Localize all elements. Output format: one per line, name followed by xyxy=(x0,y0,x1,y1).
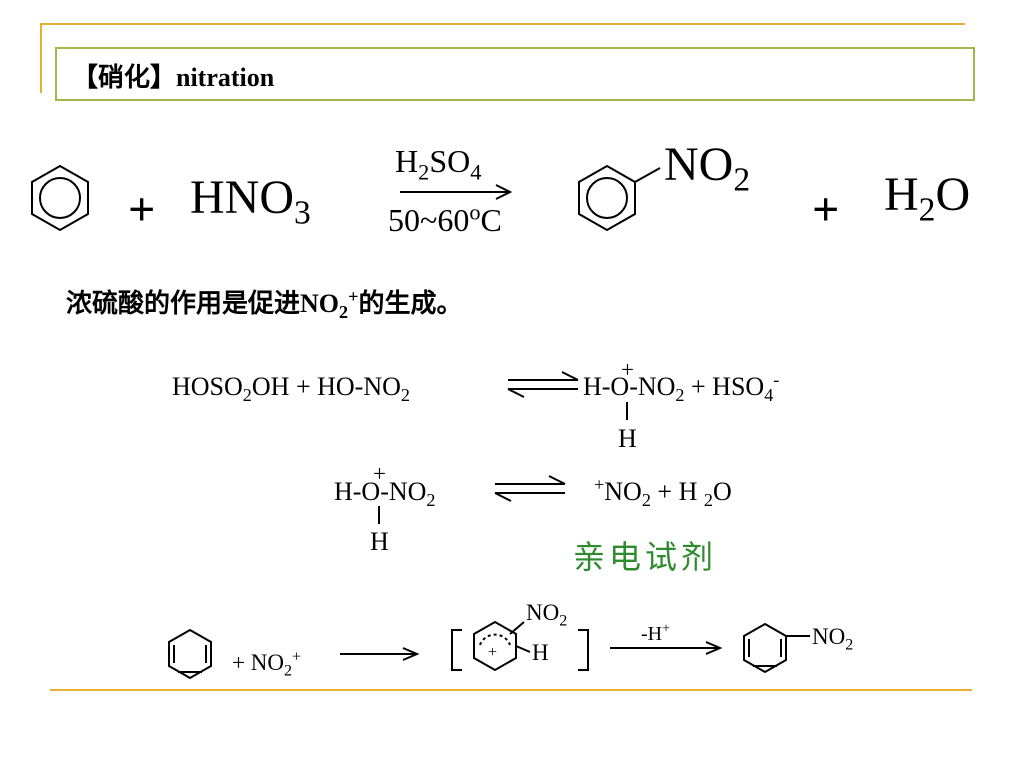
sigma-complex-h: H xyxy=(532,640,549,665)
step1-hono-sub: 2 xyxy=(400,385,410,406)
step1-oxonium-sub: 2 xyxy=(675,385,685,406)
step1-bisulfate-sub: 4 xyxy=(764,385,774,406)
degree-symbol: o xyxy=(469,199,481,225)
benzene-reactant xyxy=(31,164,89,232)
top-accent-line xyxy=(40,23,965,25)
step1-hoso: HOSO xyxy=(172,372,243,401)
note-sup: + xyxy=(348,286,359,307)
sigma-complex-nitro: NO2 xyxy=(526,600,567,629)
note-sub: 2 xyxy=(339,302,349,323)
step1-bisulfate: + HSO xyxy=(684,372,765,401)
sigma-complex-charge: + xyxy=(488,644,498,661)
nitric-acid-sub: 3 xyxy=(294,194,311,232)
step1-bisulfate-charge: - xyxy=(773,369,780,390)
nitronium-sub: 2 xyxy=(641,490,651,511)
nitric-acid-main: HNO xyxy=(190,171,294,224)
mechanism-nitronium-sub: 2 xyxy=(283,662,292,680)
step1-hono: OH + HO-NO xyxy=(251,372,401,401)
sigma-no-sub: 2 xyxy=(559,612,568,630)
step2-products: +NO2 + H 2O xyxy=(594,474,732,511)
mechanism-nitronium-charge: + xyxy=(292,648,302,666)
step2-water-o: O xyxy=(712,477,732,506)
sigma-no: NO xyxy=(526,600,560,625)
step2-oxonium: H-O-NO xyxy=(334,477,427,506)
step2-oxonium-sub: 2 xyxy=(426,490,436,511)
product-nitro-group: NO2 xyxy=(664,137,750,197)
temperature-range: 50~60 xyxy=(388,202,470,238)
water-sub: 2 xyxy=(918,191,936,229)
mechanism-nitronium: + NO2+ xyxy=(232,648,302,679)
plus-sign-2: + xyxy=(812,183,840,236)
mechanism-arrow-2 xyxy=(610,641,723,655)
equilibrium-arrow-1 xyxy=(507,371,579,398)
step1-hoso-sub: 2 xyxy=(242,385,252,406)
left-accent-line xyxy=(40,23,42,93)
deprotonation-label: -H+ xyxy=(641,621,671,646)
nitrobenzene-product xyxy=(578,164,661,232)
note-suffix: 的生成。 xyxy=(358,289,463,318)
step1-reactants: HOSO2OH + HO-NO2 xyxy=(172,372,410,406)
title-box xyxy=(55,47,975,101)
note-prefix: 浓硫酸的作用是促进 xyxy=(66,289,301,318)
catalyst-sub2: 4 xyxy=(470,159,482,185)
water-formula: H2O xyxy=(884,167,971,227)
step1-products: H-O-NO2 + HSO4- xyxy=(583,369,780,406)
step2-water-h: + H xyxy=(650,477,704,506)
step2-oxonium-charge: + xyxy=(373,461,386,486)
step1-oxonium-charge: + xyxy=(621,357,634,382)
deprotonation-charge: + xyxy=(662,621,671,637)
catalyst-label: H2SO4 xyxy=(395,143,481,183)
sulfuric-acid-note: 浓硫酸的作用是促进NO2+的生成。 xyxy=(66,283,463,323)
temperature-label: 50~60oC xyxy=(388,199,502,239)
step1-oxonium: H-O-NO xyxy=(583,372,676,401)
deprotonation-h: -H xyxy=(641,623,663,645)
sigma-complex-ring xyxy=(473,620,531,672)
mechanism-benzene xyxy=(168,628,212,680)
step2-oxonium-h: H xyxy=(370,527,389,556)
nitric-acid-formula: HNO3 xyxy=(190,170,311,230)
mechanism-arrow-1 xyxy=(340,647,420,661)
catalyst-h: H xyxy=(395,143,419,179)
mechanism-product-nitro: NO2 xyxy=(812,624,853,653)
mechanism-nitronium-no: + NO xyxy=(232,650,284,675)
step1-oxonium-h: H xyxy=(618,424,637,453)
catalyst-sub1: 2 xyxy=(418,159,430,185)
catalyst-so: SO xyxy=(429,143,471,179)
step2-water-sub: 2 xyxy=(703,490,713,511)
mechanism-product-benzene xyxy=(743,622,810,674)
equilibrium-arrow-2 xyxy=(494,475,566,502)
nitronium-charge: + xyxy=(594,474,605,495)
product-no-sub: 2 xyxy=(733,161,751,199)
sigma-complex-brackets xyxy=(451,629,589,671)
mechanism-product-no: NO xyxy=(812,624,846,649)
nitronium-no: NO xyxy=(604,477,642,506)
electrophile-label: 亲电试剂 xyxy=(573,539,718,575)
main-reaction-arrow xyxy=(400,184,513,200)
mechanism-product-sub: 2 xyxy=(845,636,854,654)
note-formula: NO xyxy=(300,289,340,318)
water-o: O xyxy=(935,168,971,221)
temperature-unit: C xyxy=(480,202,502,238)
plus-sign-1: + xyxy=(128,183,156,236)
step2-reactant: H-O-NO2 xyxy=(334,477,436,511)
product-no: NO xyxy=(664,138,734,191)
slide-title: 【硝化】nitration xyxy=(72,63,275,92)
water-h: H xyxy=(884,168,919,221)
bottom-accent-line xyxy=(50,689,972,691)
